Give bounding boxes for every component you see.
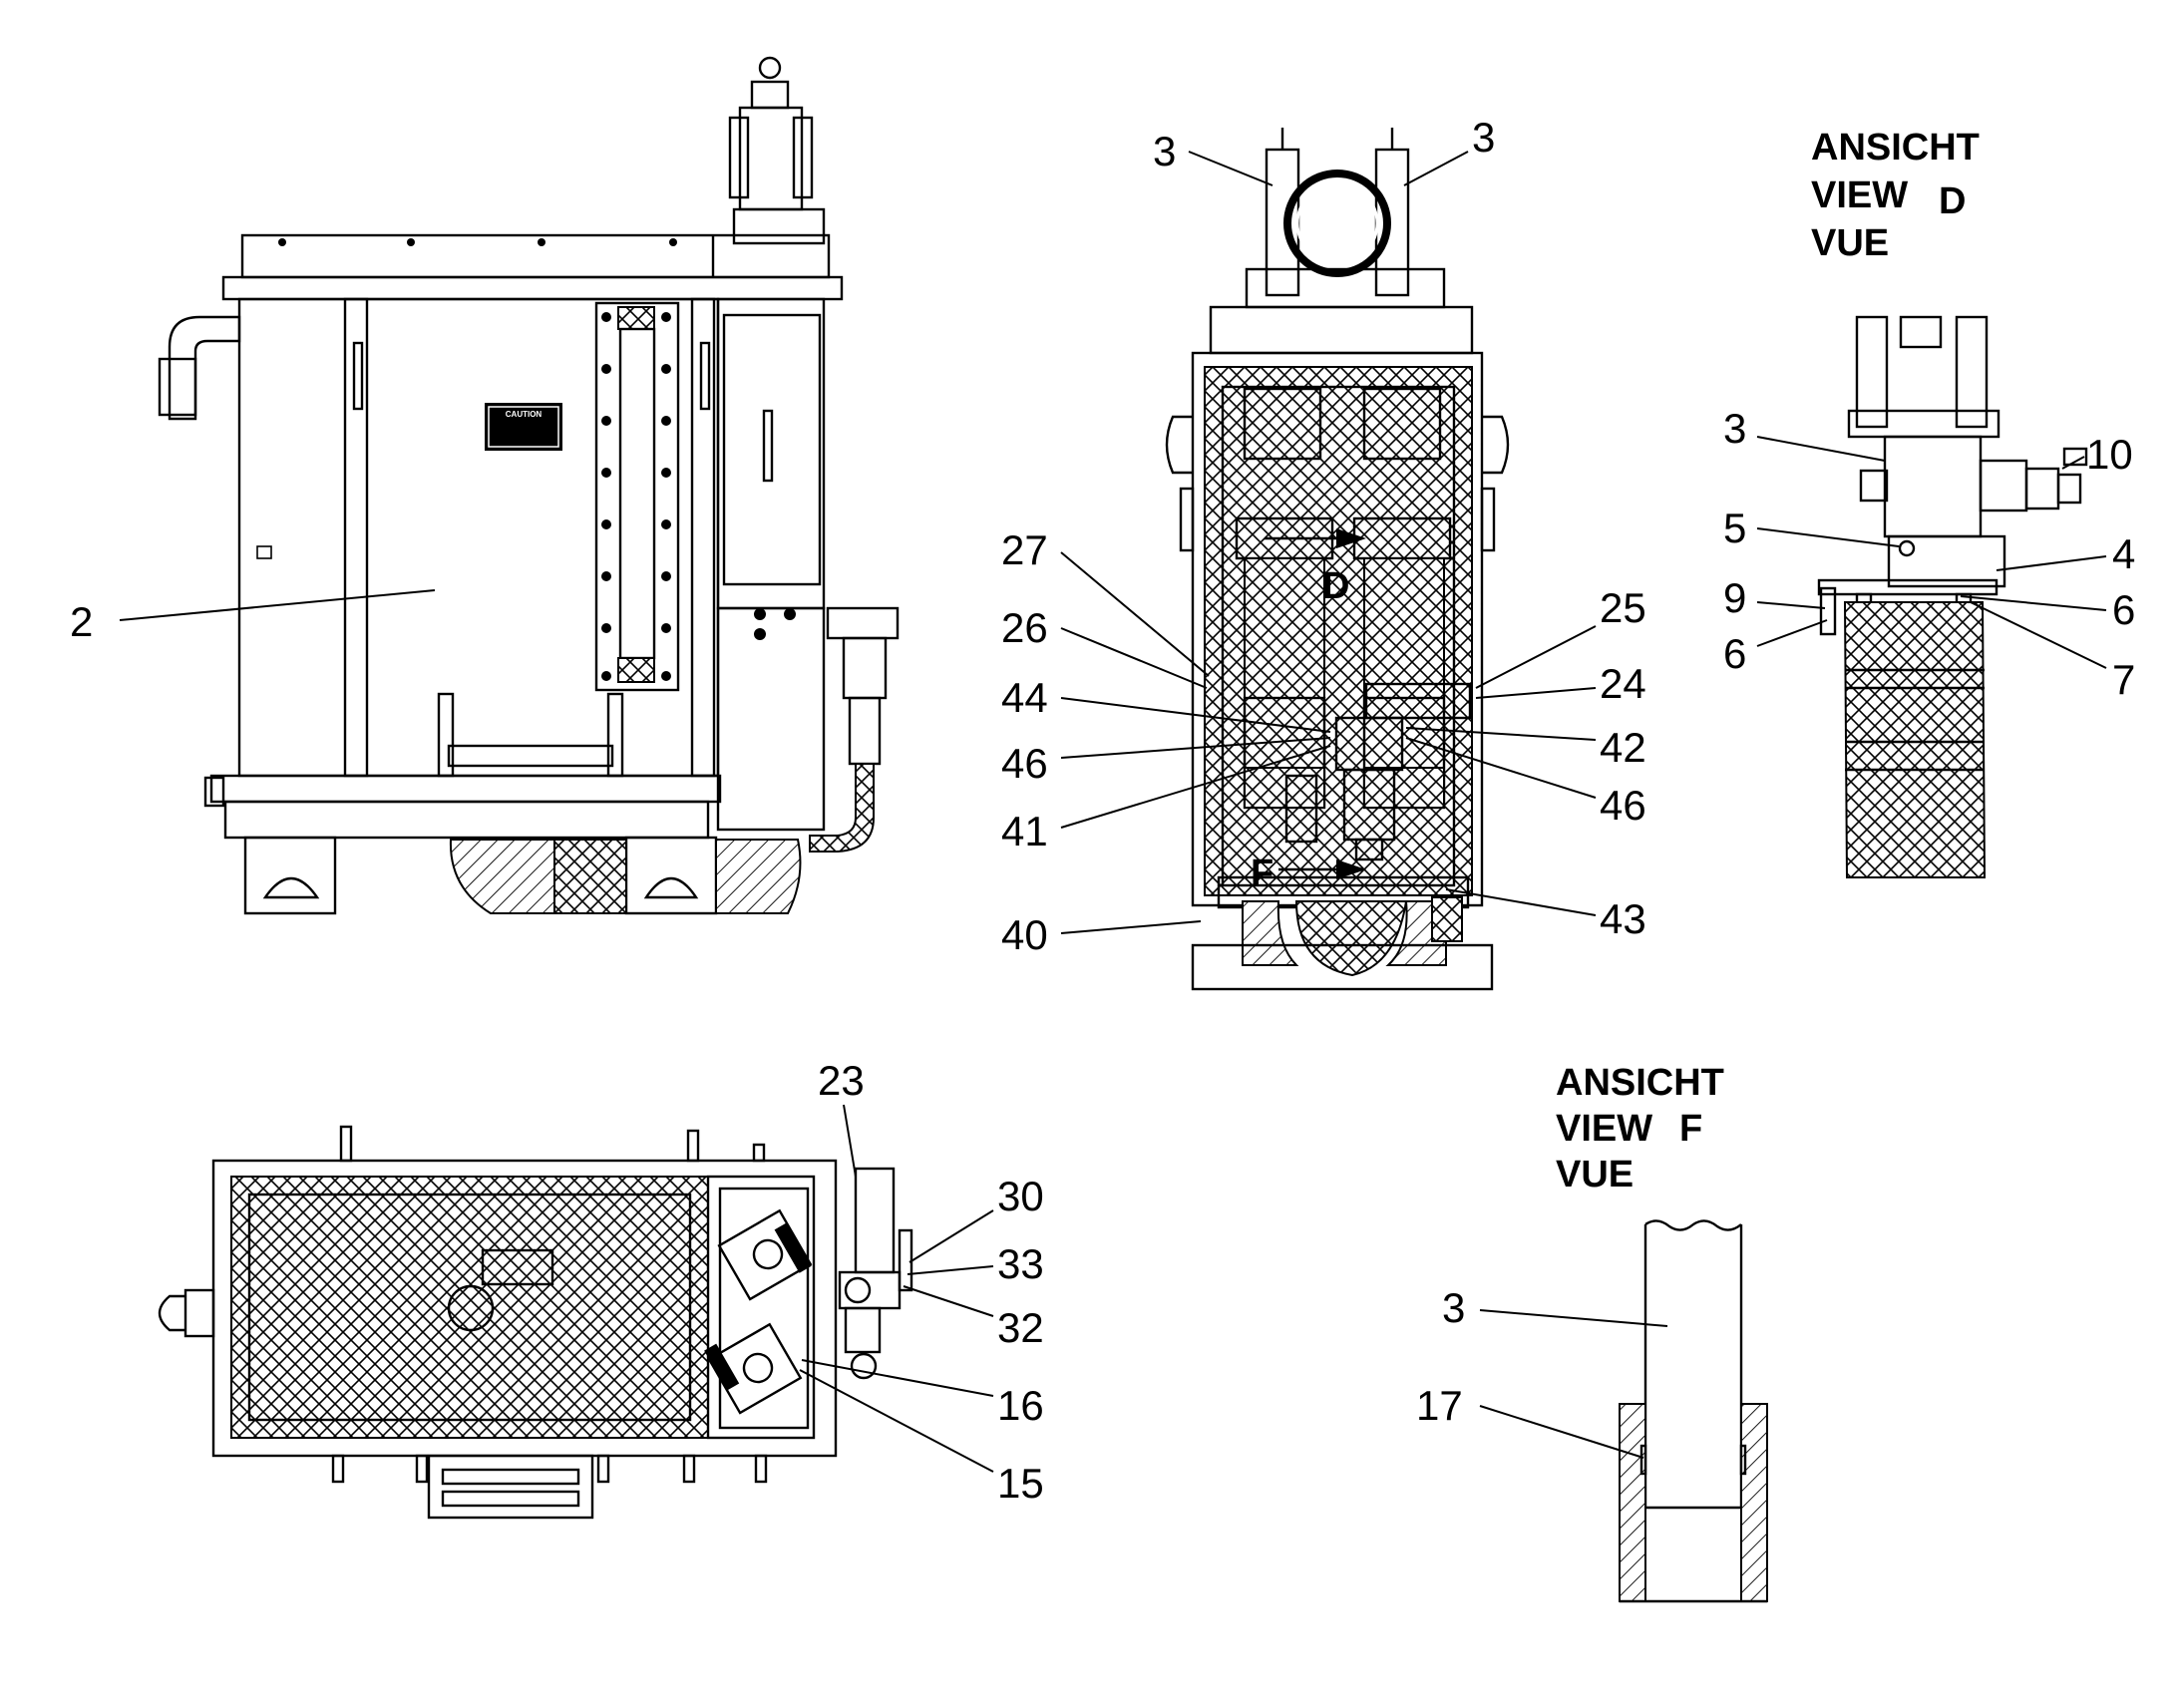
top-view <box>158 1125 913 1520</box>
caution-plate-text: CAUTION <box>506 410 543 419</box>
callout-4: 4 <box>2112 530 2135 577</box>
view-f-title-line1: ANSICHT <box>1556 1062 1724 1104</box>
callout-3-front-left: 3 <box>1153 128 1176 174</box>
view-d-title: ANSICHT VIEW D VUE <box>1811 127 1980 264</box>
view-f-title-line2: VIEW <box>1556 1108 1652 1150</box>
view-d <box>1817 315 2088 878</box>
view-d-arrow-label: D <box>1322 565 1349 607</box>
side-view: CAUTION <box>158 56 900 915</box>
callout-3-view-d: 3 <box>1723 405 1746 452</box>
callout-3-front-right: 3 <box>1472 114 1495 161</box>
callout-6-right: 6 <box>2112 586 2135 633</box>
view-f <box>1619 1219 1768 1603</box>
callout-44: 44 <box>1001 674 1048 721</box>
callout-2: 2 <box>70 598 93 645</box>
callout-26: 26 <box>1001 604 1048 651</box>
callout-46-right: 46 <box>1600 782 1646 829</box>
callout-3-view-f: 3 <box>1442 1284 1465 1331</box>
view-d-title-line1: ANSICHT <box>1811 127 1980 169</box>
view-f-arrow-label: F <box>1251 853 1273 894</box>
callout-30: 30 <box>997 1173 1044 1219</box>
callout-32: 32 <box>997 1304 1044 1351</box>
front-view: D F <box>1165 128 1510 991</box>
callout-16: 16 <box>997 1382 1044 1429</box>
callout-42: 42 <box>1600 724 1646 771</box>
view-f-title: ANSICHT VIEW F VUE <box>1556 1062 1724 1196</box>
callout-25: 25 <box>1600 584 1646 631</box>
callout-33: 33 <box>997 1240 1044 1287</box>
callout-7: 7 <box>2112 656 2135 703</box>
view-f-title-line3: VUE <box>1556 1154 1634 1196</box>
view-d-title-line3: VUE <box>1811 222 1889 264</box>
callout-17: 17 <box>1416 1382 1463 1429</box>
callout-24: 24 <box>1600 660 1646 707</box>
callout-10: 10 <box>2086 431 2133 478</box>
callout-23: 23 <box>818 1057 865 1104</box>
callout-41: 41 <box>1001 808 1048 854</box>
callout-15: 15 <box>997 1460 1044 1507</box>
callout-46-left: 46 <box>1001 740 1048 787</box>
view-d-title-letter: D <box>1939 180 1966 222</box>
view-f-title-letter: F <box>1679 1108 1702 1150</box>
view-d-title-line2: VIEW <box>1811 174 1908 216</box>
callout-40: 40 <box>1001 911 1048 958</box>
callout-6-left: 6 <box>1723 630 1746 677</box>
callout-9: 9 <box>1723 574 1746 621</box>
callout-43: 43 <box>1600 895 1646 942</box>
callout-27: 27 <box>1001 526 1048 573</box>
callout-5: 5 <box>1723 505 1746 551</box>
